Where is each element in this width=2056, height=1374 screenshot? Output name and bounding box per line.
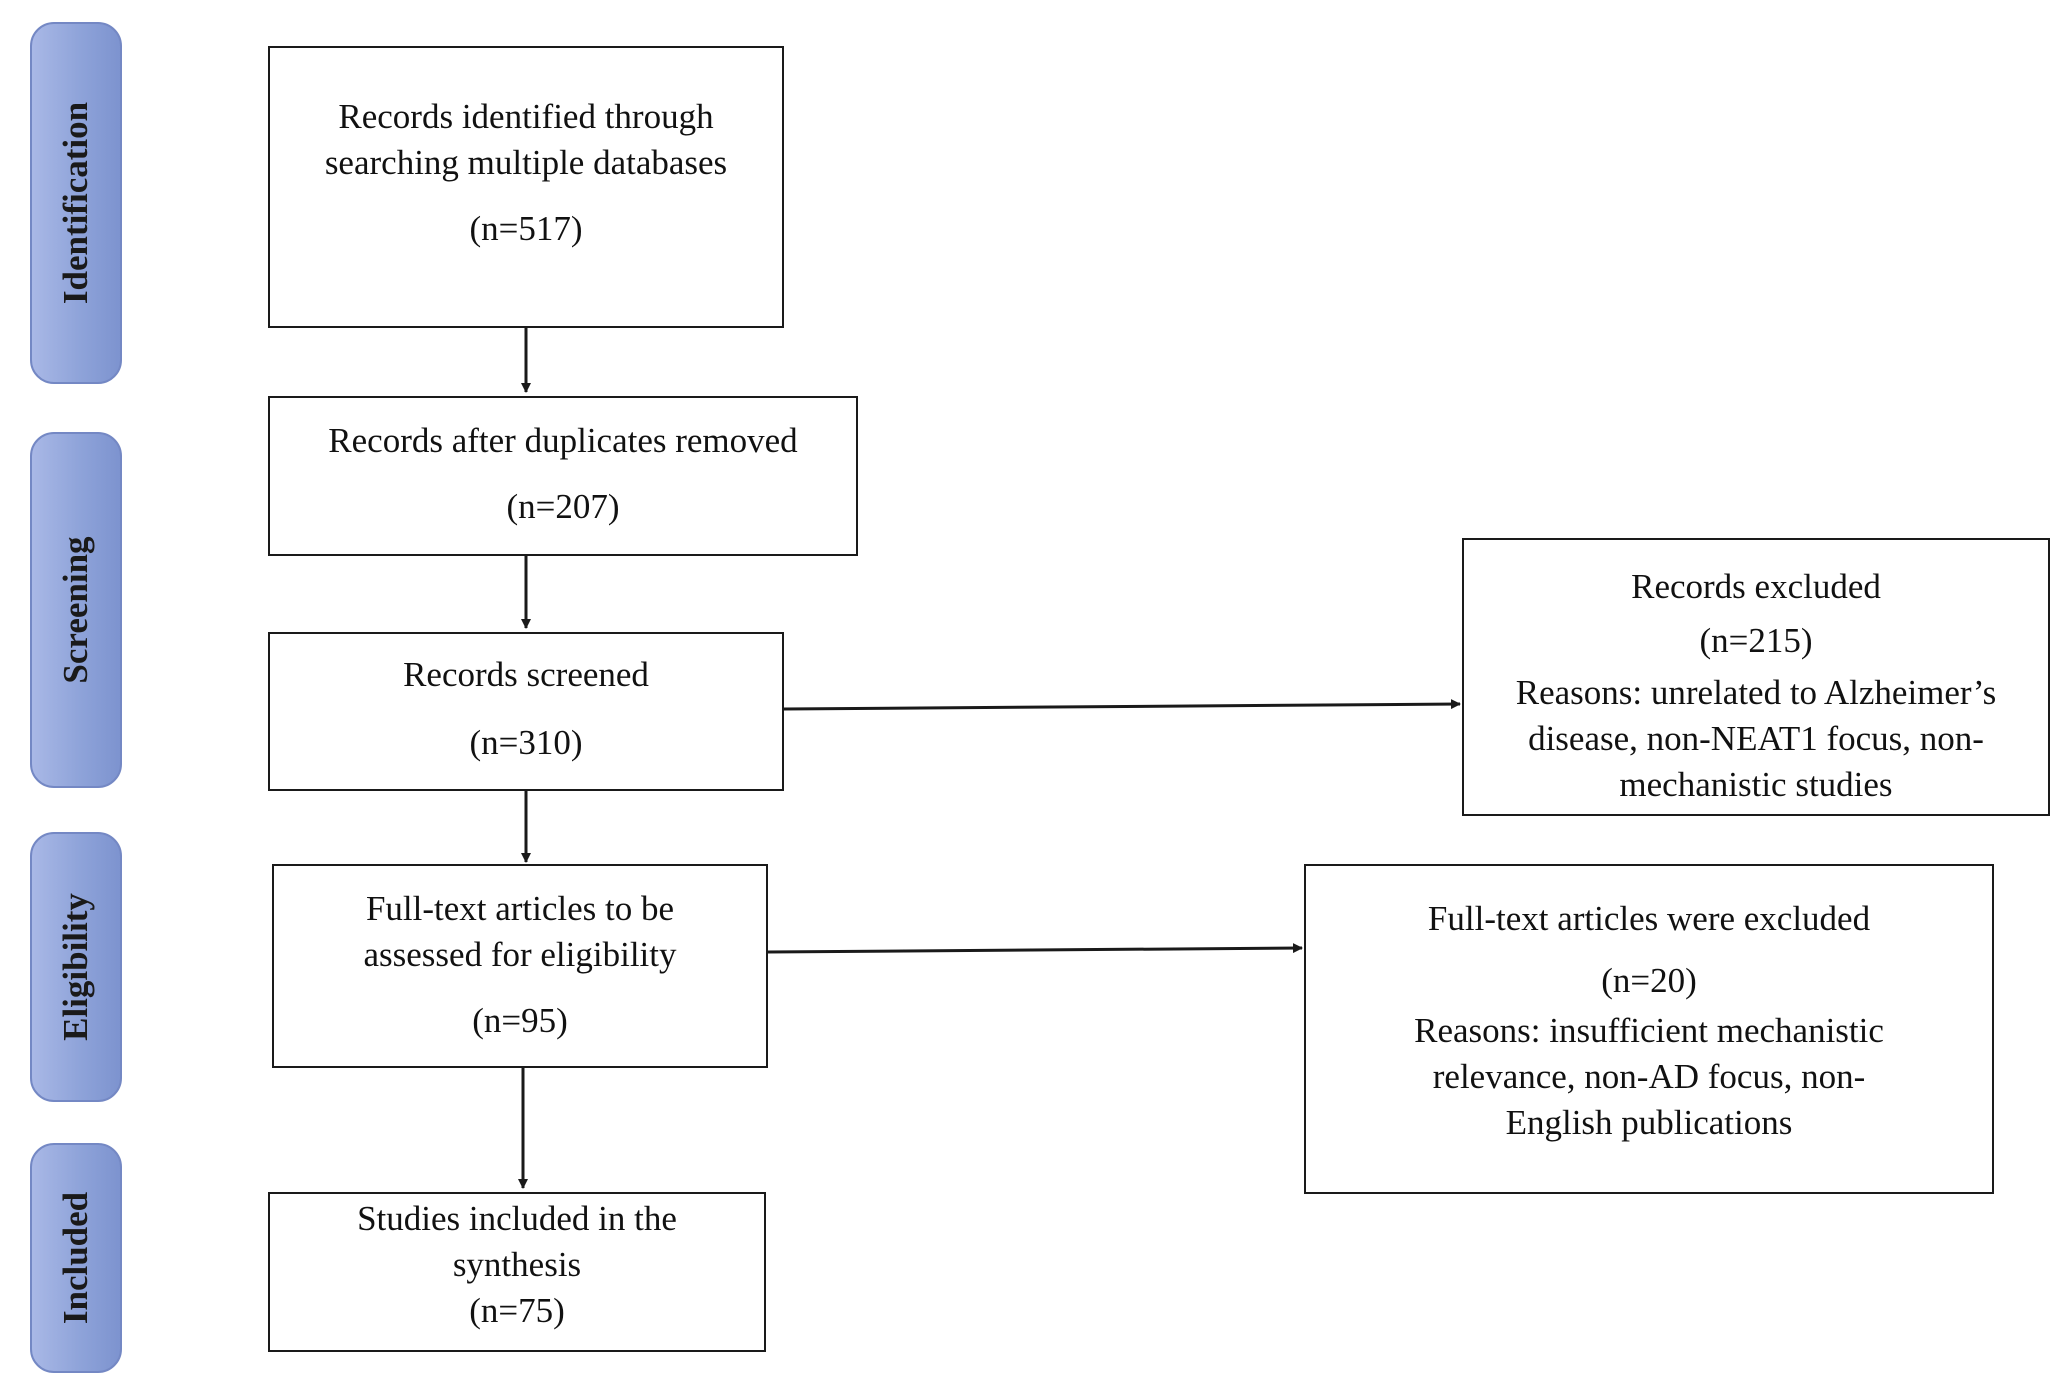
box-studies-included: Studies included in the synthesis (n=75) xyxy=(268,1192,766,1352)
fulltext-excluded-reason3: English publications xyxy=(1505,1103,1793,1142)
records-identified-line1: Records identified through xyxy=(338,97,714,136)
records-excluded-reason1: Reasons: unrelated to Alzheimer’s xyxy=(1515,673,1997,712)
box-fulltext-assessed: Full-text articles to be assessed for el… xyxy=(272,864,768,1068)
duplicates-removed-count: (n=207) xyxy=(506,487,620,526)
box-records-screened: Records screened (n=310) xyxy=(268,632,784,791)
arrow-screened-to-excluded xyxy=(783,699,1461,711)
duplicates-removed-line1: Records after duplicates removed xyxy=(328,421,798,460)
studies-included-count: (n=75) xyxy=(469,1291,565,1330)
box-records-excluded: Records excluded (n=215) Reasons: unrela… xyxy=(1462,538,2050,816)
stage-screening: Screening xyxy=(30,432,122,788)
records-excluded-count: (n=215) xyxy=(1699,621,1813,660)
fulltext-excluded-line1: Full-text articles were excluded xyxy=(1427,899,1871,938)
records-excluded-reason3: mechanistic studies xyxy=(1619,765,1893,804)
fulltext-assessed-line2: assessed for eligibility xyxy=(363,935,677,974)
records-excluded-reason2: disease, non-NEAT1 focus, non- xyxy=(1528,719,1984,758)
box-duplicates-removed: Records after duplicates removed (n=207) xyxy=(268,396,858,556)
records-identified-line2: searching multiple databases xyxy=(324,143,728,182)
fulltext-excluded-reason1: Reasons: insufficient mechanistic xyxy=(1414,1011,1884,1050)
fulltext-excluded-count: (n=20) xyxy=(1601,961,1697,1000)
box-fulltext-excluded: Full-text articles were excluded (n=20) … xyxy=(1304,864,1994,1194)
studies-included-line2: synthesis xyxy=(452,1245,582,1284)
fulltext-excluded-reason2: relevance, non-AD focus, non- xyxy=(1432,1057,1866,1096)
stage-identification: Identification xyxy=(30,22,122,384)
records-excluded-line1: Records excluded xyxy=(1631,567,1881,606)
stage-included: Included xyxy=(30,1143,122,1373)
box-records-identified: Records identified through searching mul… xyxy=(268,46,784,328)
stage-eligibility: Eligibility xyxy=(30,832,122,1102)
fulltext-assessed-line1: Full-text articles to be xyxy=(365,889,675,928)
fulltext-assessed-count: (n=95) xyxy=(472,1001,568,1040)
records-identified-count: (n=517) xyxy=(469,209,583,248)
arrow-fulltext-to-excluded xyxy=(767,943,1303,954)
records-screened-line1: Records screened xyxy=(403,655,649,694)
records-screened-count: (n=310) xyxy=(469,723,583,762)
studies-included-line1: Studies included in the xyxy=(357,1199,677,1238)
